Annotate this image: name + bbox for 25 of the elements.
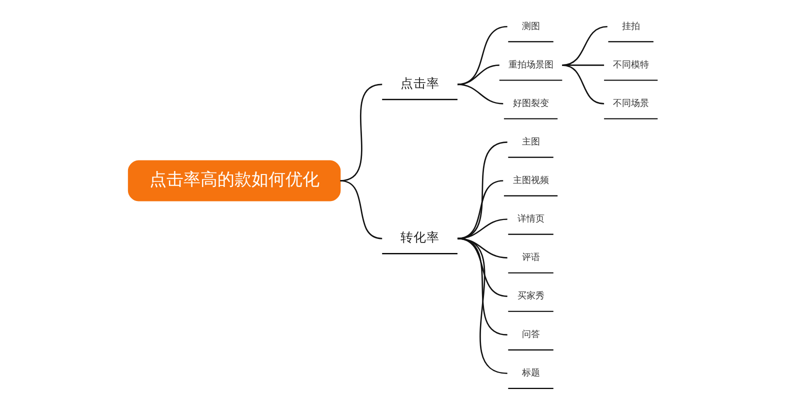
connector bbox=[456, 84, 503, 104]
connector bbox=[456, 64, 499, 86]
node-text: 点击率 bbox=[400, 75, 439, 90]
node-text: 买家秀 bbox=[516, 290, 544, 302]
node-text: 问答 bbox=[521, 329, 540, 340]
node-text: 标题 bbox=[521, 368, 540, 379]
connector bbox=[456, 26, 507, 86]
connector bbox=[562, 64, 604, 104]
node-text: 不同场景 bbox=[612, 98, 648, 110]
connector bbox=[456, 238, 507, 374]
node-text: 重拍场景图 bbox=[508, 60, 553, 71]
node-text: 测图 bbox=[521, 20, 540, 32]
node-text: 好图裂变 bbox=[512, 98, 548, 110]
node-box: 点击率高的款如何优化 bbox=[127, 160, 340, 202]
node-text: 评语 bbox=[521, 252, 540, 264]
connector bbox=[456, 142, 507, 240]
connector bbox=[456, 218, 507, 240]
node-text: 详情页 bbox=[516, 214, 544, 225]
connector bbox=[340, 180, 382, 240]
connector bbox=[456, 238, 507, 336]
node-text: 转化率 bbox=[400, 229, 439, 244]
node-text: 主图 bbox=[521, 136, 540, 148]
node-text: 不同模特 bbox=[612, 60, 648, 71]
node-text: 主图视频 bbox=[512, 175, 548, 186]
node-text: 挂拍 bbox=[621, 20, 640, 32]
